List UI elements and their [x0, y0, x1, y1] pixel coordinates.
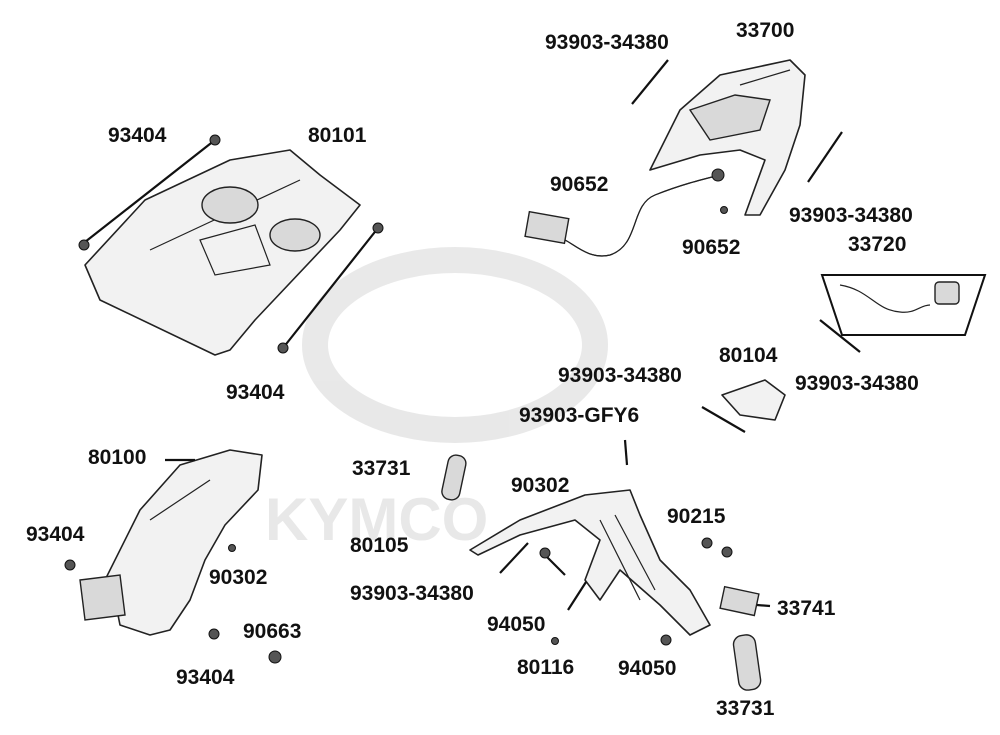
part-label: 80116 — [517, 656, 574, 679]
part-label: 94050 — [618, 657, 676, 680]
part-label: 93404 — [176, 666, 235, 689]
tail-light-33700 — [649, 59, 806, 216]
kymco-watermark: KYMCO — [265, 247, 608, 553]
part-label: 93903-34380 — [795, 372, 919, 395]
cover-80104 — [721, 379, 786, 421]
part-label: 80100 — [88, 446, 146, 469]
part-label: 93404 — [108, 124, 167, 147]
part-label: 90652 — [682, 236, 740, 259]
part-label: 93903-34380 — [789, 204, 913, 227]
part-label: 90663 — [243, 620, 301, 643]
part-label: 93404 — [226, 381, 285, 404]
reflector-33731-bottom — [732, 634, 762, 691]
part-label: 90652 — [550, 173, 608, 196]
part-label: 33731 — [352, 457, 411, 480]
part-label: 33700 — [736, 19, 794, 42]
part-label: 93404 — [26, 523, 85, 546]
inner-fender-80100 — [79, 449, 263, 636]
part-label: 33720 — [848, 233, 906, 256]
part-label: 93903-34380 — [558, 364, 682, 387]
part-label: 33741 — [777, 597, 836, 620]
reflector-33731-top — [441, 454, 467, 501]
part-label: 93903-34380 — [545, 31, 669, 54]
part-labels: 93903-34380 33700 93404 80101 90652 9390… — [26, 19, 919, 720]
part-label: 90302 — [209, 566, 267, 589]
part-label: 80104 — [719, 344, 778, 367]
part-label: 80105 — [350, 534, 409, 557]
part-label: 93903-GFY6 — [519, 404, 639, 427]
plate-33741 — [719, 585, 760, 617]
rear-cover-80101 — [84, 149, 361, 356]
license-light-kit-33720 — [820, 274, 987, 336]
part-label: 90302 — [511, 474, 569, 497]
part-label: 33731 — [716, 697, 775, 720]
fender-bracket-80105 — [469, 489, 711, 636]
part-label: 93903-34380 — [350, 582, 474, 605]
part-label: 94050 — [487, 613, 545, 636]
part-label: 90215 — [667, 505, 726, 528]
part-label: 80101 — [308, 124, 367, 147]
